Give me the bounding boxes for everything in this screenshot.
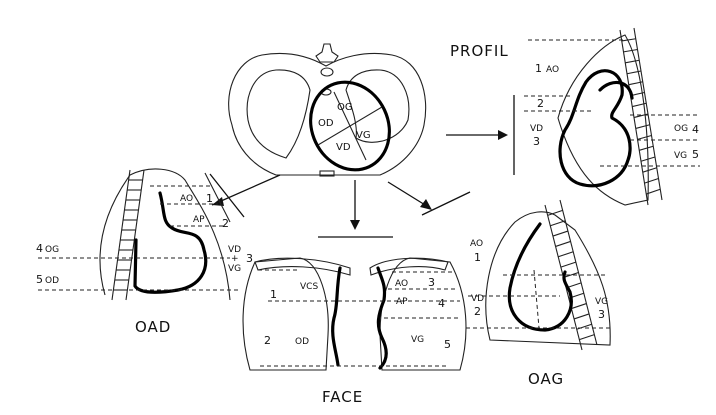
oag-septum-dash [534, 270, 539, 328]
profil-seg-4-name: OG [674, 124, 688, 134]
face-right-border [333, 268, 340, 365]
oad-heart-outline [135, 193, 206, 292]
spine-rung [577, 324, 592, 329]
oad-seg-4-num: 4 [36, 242, 43, 255]
arrow-head-oag [420, 199, 432, 210]
oad-view: AO 1 AP 2 VD + VG 3 4 OG 5 OD OAD [36, 169, 253, 336]
spine-rung [643, 168, 657, 172]
spine-rung [625, 60, 639, 63]
oad-seg-2-num: 2 [222, 217, 229, 230]
profil-view: PROFIL 1 AO 2 VD 3 OG 4 VG 5 [450, 28, 700, 205]
profil-title: PROFIL [450, 42, 509, 60]
face-seg-2-name: OD [295, 337, 309, 347]
oad-seg-5-name: OD [45, 276, 59, 286]
spine-rung [561, 262, 576, 267]
face-seg-2-num: 2 [264, 334, 271, 347]
vertebral-body [321, 68, 333, 76]
spine-rung [636, 125, 650, 129]
arrow-head-profil [498, 130, 508, 140]
spine-rung [624, 50, 638, 52]
oag-seg-2-num: 2 [474, 305, 481, 318]
oag-seg-1-num: 1 [474, 251, 481, 264]
profil-seg-5-name: VG [674, 151, 687, 161]
oad-title: OAD [135, 318, 171, 336]
face-seg-4-name: AP [396, 297, 408, 307]
spine-rung [550, 221, 565, 226]
spine-rung [556, 241, 571, 246]
face-seg-4-num: 4 [438, 297, 445, 310]
face-seg-5-num: 5 [444, 338, 451, 351]
oad-seg-1-num: 1 [206, 192, 213, 205]
profil-seg-3-num: 3 [533, 135, 540, 148]
oad-seg-3-name-b: VG [228, 264, 241, 274]
face-seg-3-num: 3 [428, 276, 435, 289]
spine-rung [622, 39, 636, 41]
label-vg: VG [356, 130, 371, 141]
oag-seg-1-name: AO [470, 239, 483, 249]
face-view: VCS 1 OD 2 AO 3 AP 4 VG 5 FACE [243, 258, 466, 406]
profil-seg-5-num: 5 [692, 148, 699, 161]
oag-seg-3-name: VG [595, 297, 608, 307]
face-right-lung [243, 258, 328, 370]
vertebra-shape [316, 44, 338, 62]
face-seg-5-name: VG [411, 335, 424, 345]
spine-rung [638, 136, 652, 140]
oad-seg-1-name: AO [180, 194, 193, 204]
film-plane-oag [422, 192, 470, 215]
profil-spine-rungs [622, 39, 661, 194]
oad-seg-2-name: AP [193, 215, 205, 225]
profil-seg-1-name: AO [546, 65, 559, 75]
oag-heart-outline [509, 224, 571, 330]
oag-title: OAG [528, 370, 564, 388]
face-title: FACE [322, 388, 363, 406]
spine-rung [553, 231, 568, 236]
projection-arrows [210, 95, 514, 237]
oad-seg-3-num: 3 [246, 252, 253, 265]
profil-seg-1-num: 1 [535, 62, 542, 75]
label-og: OG [337, 102, 353, 113]
oad-spine-rungs [113, 180, 142, 290]
label-od: OD [318, 118, 334, 129]
face-left-lung [380, 258, 466, 370]
profil-seg-4-num: 4 [692, 123, 699, 136]
oad-seg-5-num: 5 [36, 273, 43, 286]
face-seg-3-name: AO [395, 279, 408, 289]
oag-seg-3-num: 3 [598, 308, 605, 321]
oag-view: AO 1 VD 2 VG 3 OAG [466, 200, 612, 388]
profil-seg-2-num: 2 [537, 97, 544, 110]
left-lung-outline [247, 70, 310, 158]
oag-seg-2-name: VD [471, 294, 484, 304]
spine-rung [571, 304, 586, 309]
spine-rung [645, 179, 659, 184]
film-plane-oad [210, 174, 244, 217]
profil-seg-3-name: VD [530, 124, 543, 134]
thorax-cross-section: OG OD VG VD [229, 44, 426, 183]
spine-rung [639, 146, 653, 150]
oad-seg-4-name: OG [45, 245, 59, 255]
spine-rung [558, 252, 573, 257]
spine-rung [579, 335, 594, 340]
label-vd: VD [336, 142, 351, 153]
spine-rung [574, 314, 589, 319]
oad-seg-3-plus: + [231, 254, 239, 264]
face-seg-1-num: 1 [270, 288, 277, 301]
profil-aorta-arch [600, 82, 632, 98]
face-seg-1-name: VCS [300, 282, 318, 292]
arrow-head-face [350, 220, 360, 230]
